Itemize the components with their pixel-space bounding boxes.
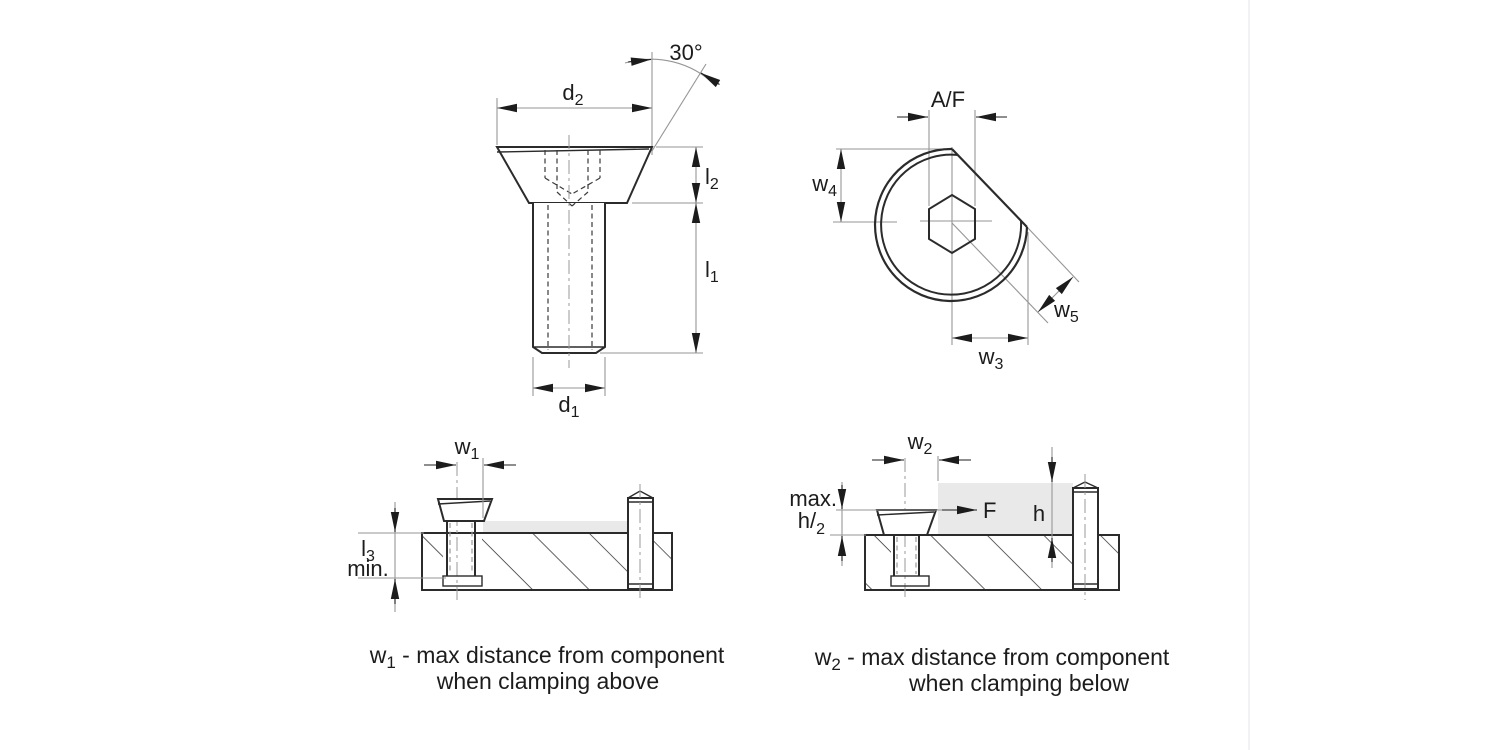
base-plate-outline (421, 532, 673, 591)
side-view-extension-lines (496, 52, 707, 396)
locating-pin-right (1072, 474, 1099, 600)
clamped-component-tall (938, 483, 1073, 535)
svg-text:when clamping above: when clamping above (436, 668, 659, 694)
screw-top-view: A/F w4 w5 w3 (811, 87, 1080, 373)
dim-w1 (424, 458, 516, 518)
label-d1: d1 (558, 392, 579, 421)
base-plate-outline-right (864, 534, 1120, 591)
head-inner-circle (880, 153, 1023, 296)
label-l1: l1 (705, 257, 719, 286)
label-w4: w4 (811, 171, 837, 200)
clamping-screw-section (436, 462, 494, 600)
section-clamping-below: w2 max. h/2 F h (789, 429, 1120, 600)
label-h-half: h/2 (798, 508, 825, 538)
screw-side-view: d2 30° l2 l1 d1 (495, 40, 721, 421)
svg-text:w2 - max distance from compone: w2 - max distance from component (814, 644, 1170, 674)
label-l3: l3 (361, 536, 375, 565)
dim-w2 (872, 455, 971, 481)
label-d2: d2 (562, 80, 583, 109)
screw-head-outline (495, 146, 654, 204)
dim-angle-30 (624, 57, 721, 88)
top-view-extension-lines (833, 110, 1080, 345)
label-h: h (1033, 501, 1045, 526)
hex-socket-hidden-lines (544, 150, 601, 207)
section-clamping-above: w1 l3 min. (347, 434, 673, 612)
label-w1: w1 (454, 434, 480, 463)
label-w3: w3 (978, 344, 1004, 373)
head-flat-edge (951, 148, 1028, 228)
label-angle-30: 30° (669, 40, 702, 65)
hex-socket-top-view (928, 193, 976, 255)
dim-l3-min (358, 502, 446, 612)
label-w2: w2 (907, 429, 933, 458)
caption-clamping-below: w2 - max distance from component when cl… (814, 644, 1170, 696)
thread-hidden-lines (547, 205, 593, 350)
clamped-component (483, 521, 628, 533)
label-l3-min: min. (347, 556, 389, 581)
svg-text:when clamping below: when clamping below (908, 670, 1129, 696)
dim-max-h-half (830, 482, 866, 566)
svg-text:w1 - max distance from compone: w1 - max distance from component (369, 642, 725, 672)
label-l2: l2 (705, 164, 719, 193)
label-af: A/F (931, 87, 965, 112)
label-max: max. (789, 486, 837, 511)
head-outer-circle (873, 147, 1029, 303)
label-w5: w5 (1053, 297, 1079, 326)
clamping-screw-section-right (875, 458, 938, 600)
dim-w5 (1037, 276, 1074, 313)
locating-pin (627, 484, 654, 600)
label-force: F (983, 498, 996, 523)
caption-clamping-above: w1 - max distance from component when cl… (369, 642, 725, 694)
screw-head-top-face-edge (496, 148, 650, 153)
